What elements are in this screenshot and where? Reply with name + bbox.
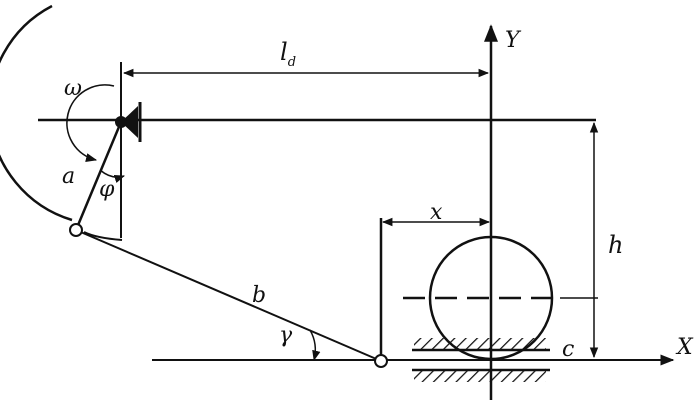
fixed-pivot-support [115,102,142,142]
phi-angle-arc [99,169,125,183]
upper-support-hatch [414,338,546,350]
arc-tail [83,231,123,241]
gamma-label: γ [279,323,293,348]
lower-support-hatch [414,370,546,382]
x-label: x [430,200,443,225]
b-label: b [252,283,266,308]
phi-label: φ [99,177,115,202]
crank-link-a [74,121,123,231]
crank-swing-arc [0,4,73,222]
ld-label: ld [280,38,296,70]
y-axis-label: Y [505,28,522,53]
h-label: h [608,231,623,259]
rod-slider-joint [374,354,388,368]
x-axis-label: X [675,335,694,360]
omega-rotation-arrow [66,84,115,162]
c-label: c [562,337,574,362]
a-label: a [62,164,75,189]
gamma-angle-arc [309,329,321,362]
crank-rod-joint [69,223,83,237]
connecting-rod-b [75,229,382,362]
omega-label: ω [64,76,82,101]
